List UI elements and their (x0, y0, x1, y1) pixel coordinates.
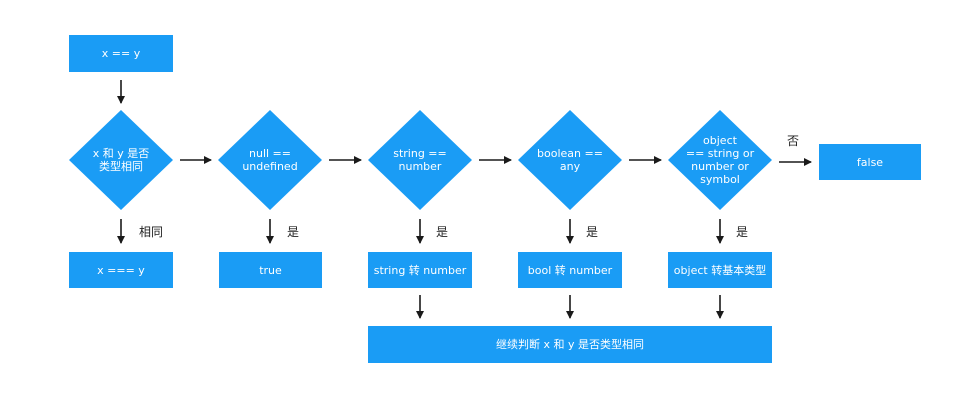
decision-string-number-text: string == number (393, 147, 447, 173)
string-to-number-node: string 转 number (368, 252, 472, 288)
true-node: true (219, 252, 322, 288)
bool-to-number-node: bool 转 number (518, 252, 622, 288)
decision-boolean-any-shape (518, 110, 622, 210)
label-no: 否 (787, 134, 800, 148)
decision-object-text: object == string or number or symbol (685, 134, 755, 186)
decision-boolean-any-text: boolean == any (537, 147, 603, 173)
start-node: x == y (69, 35, 173, 72)
decision-same-type-shape (69, 110, 173, 210)
continue-node: 继续判断 x 和 y 是否类型相同 (368, 326, 772, 363)
label-yes-boolean: 是 (586, 225, 599, 239)
label-yes-null: 是 (287, 225, 300, 239)
decision-null-undefined-shape (218, 110, 322, 210)
object-to-primitive-node: object 转基本类型 (668, 252, 772, 288)
label-same: 相同 (139, 225, 164, 239)
decision-null-undefined-text: null == undefined (242, 147, 298, 173)
decision-object-shape (668, 110, 772, 210)
label-yes-string: 是 (436, 225, 449, 239)
decision-string-number-shape (368, 110, 472, 210)
strict-equal-node: x === y (69, 252, 173, 288)
decision-same-type-text: x 和 y 是否 类型相同 (92, 147, 150, 173)
label-yes-object: 是 (736, 225, 749, 239)
false-node: false (819, 144, 921, 180)
